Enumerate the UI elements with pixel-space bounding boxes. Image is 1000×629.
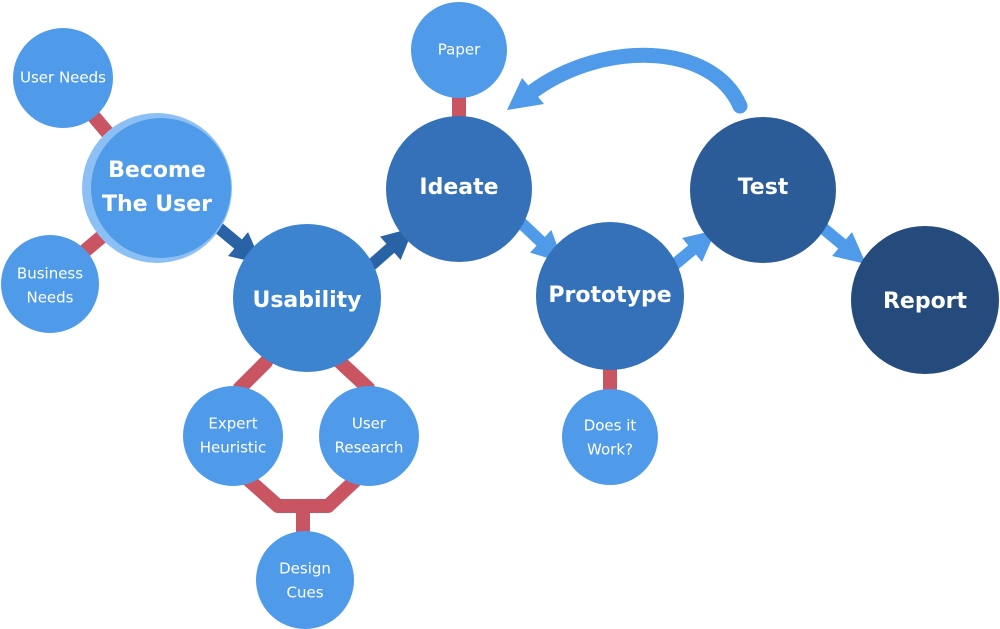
node-user-research-label-2: Research xyxy=(335,439,404,457)
node-become-the-user-label-2: The User xyxy=(102,192,212,217)
node-user-research: User Research xyxy=(319,386,419,486)
node-test-label: Test xyxy=(738,175,789,200)
node-design-cues-label-2: Cues xyxy=(286,584,323,602)
node-user-needs-label: User Needs xyxy=(20,69,106,87)
node-prototype: Prototype xyxy=(536,222,684,370)
node-design-cues: Design Cues xyxy=(256,531,354,629)
node-ideate: Ideate xyxy=(386,116,532,262)
arrow-test-back-to-ideate xyxy=(524,47,748,114)
node-ideate-label: Ideate xyxy=(419,175,498,200)
node-expert-heuristic-label-2: Heuristic xyxy=(200,439,266,457)
node-prototype-label: Prototype xyxy=(548,283,671,308)
node-expert-heuristic: Expert Heuristic xyxy=(183,386,283,486)
node-test: Test xyxy=(690,117,836,263)
connector-expert-heuristic xyxy=(233,355,273,395)
arrow-become-to-usability xyxy=(210,219,262,264)
node-paper: Paper xyxy=(411,2,507,98)
node-business-needs-label-1: Business xyxy=(17,265,83,283)
arrow-loop-head xyxy=(507,78,544,110)
node-paper-label: Paper xyxy=(438,41,481,59)
node-become-the-user-label-1: Become xyxy=(108,158,206,183)
node-expert-heuristic-label-1: Expert xyxy=(208,415,257,433)
arrow-usability-to-ideate xyxy=(364,227,414,273)
node-report-label: Report xyxy=(883,289,968,314)
node-design-cues-label-1: Design xyxy=(279,560,331,578)
node-usability-label: Usability xyxy=(252,288,361,313)
node-user-needs: User Needs xyxy=(13,28,113,128)
node-does-it-work-label-1: Does it xyxy=(584,417,637,435)
node-does-it-work: Does it Work? xyxy=(562,389,658,485)
node-become-the-user: Become The User xyxy=(82,113,232,263)
node-does-it-work-label-2: Work? xyxy=(587,441,633,459)
connector-user-research xyxy=(333,355,375,395)
node-usability: Usability xyxy=(233,224,381,372)
node-report: Report xyxy=(851,226,999,374)
node-business-needs-label-2: Needs xyxy=(26,289,73,307)
node-user-research-label-1: User xyxy=(352,415,387,433)
node-business-needs: Business Needs xyxy=(1,235,99,333)
